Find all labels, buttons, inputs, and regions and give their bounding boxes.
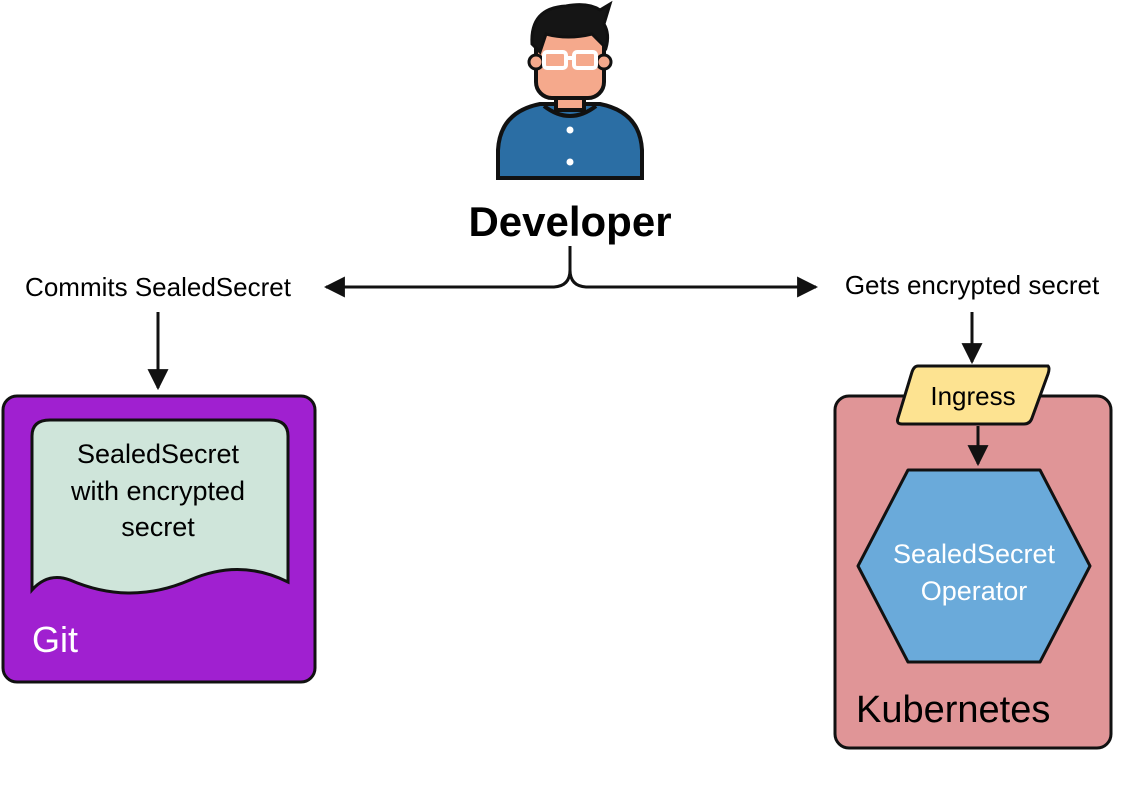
git-label: Git bbox=[32, 619, 78, 660]
developer-label: Developer bbox=[468, 198, 671, 245]
document-line-2: with encrypted bbox=[70, 476, 245, 506]
commits-sealedsecret-label: Commits SealedSecret bbox=[25, 272, 292, 302]
operator-line-1: SealedSecret bbox=[893, 539, 1056, 569]
operator-line-2: Operator bbox=[921, 576, 1028, 606]
glasses-icon bbox=[542, 50, 598, 70]
ingress-shape bbox=[896, 364, 1051, 426]
document-line-1: SealedSecret bbox=[77, 439, 240, 469]
sealedsecret-document bbox=[30, 418, 290, 595]
document-line-3: secret bbox=[121, 512, 195, 542]
developer-avatar-icon bbox=[496, 0, 644, 180]
kubernetes-label: Kubernetes bbox=[856, 689, 1050, 731]
developer-flow-connector bbox=[323, 246, 819, 298]
operator-hexagon bbox=[856, 468, 1092, 664]
gets-encrypted-secret-label: Gets encrypted secret bbox=[845, 270, 1100, 300]
ingress-label: Ingress bbox=[930, 381, 1015, 411]
